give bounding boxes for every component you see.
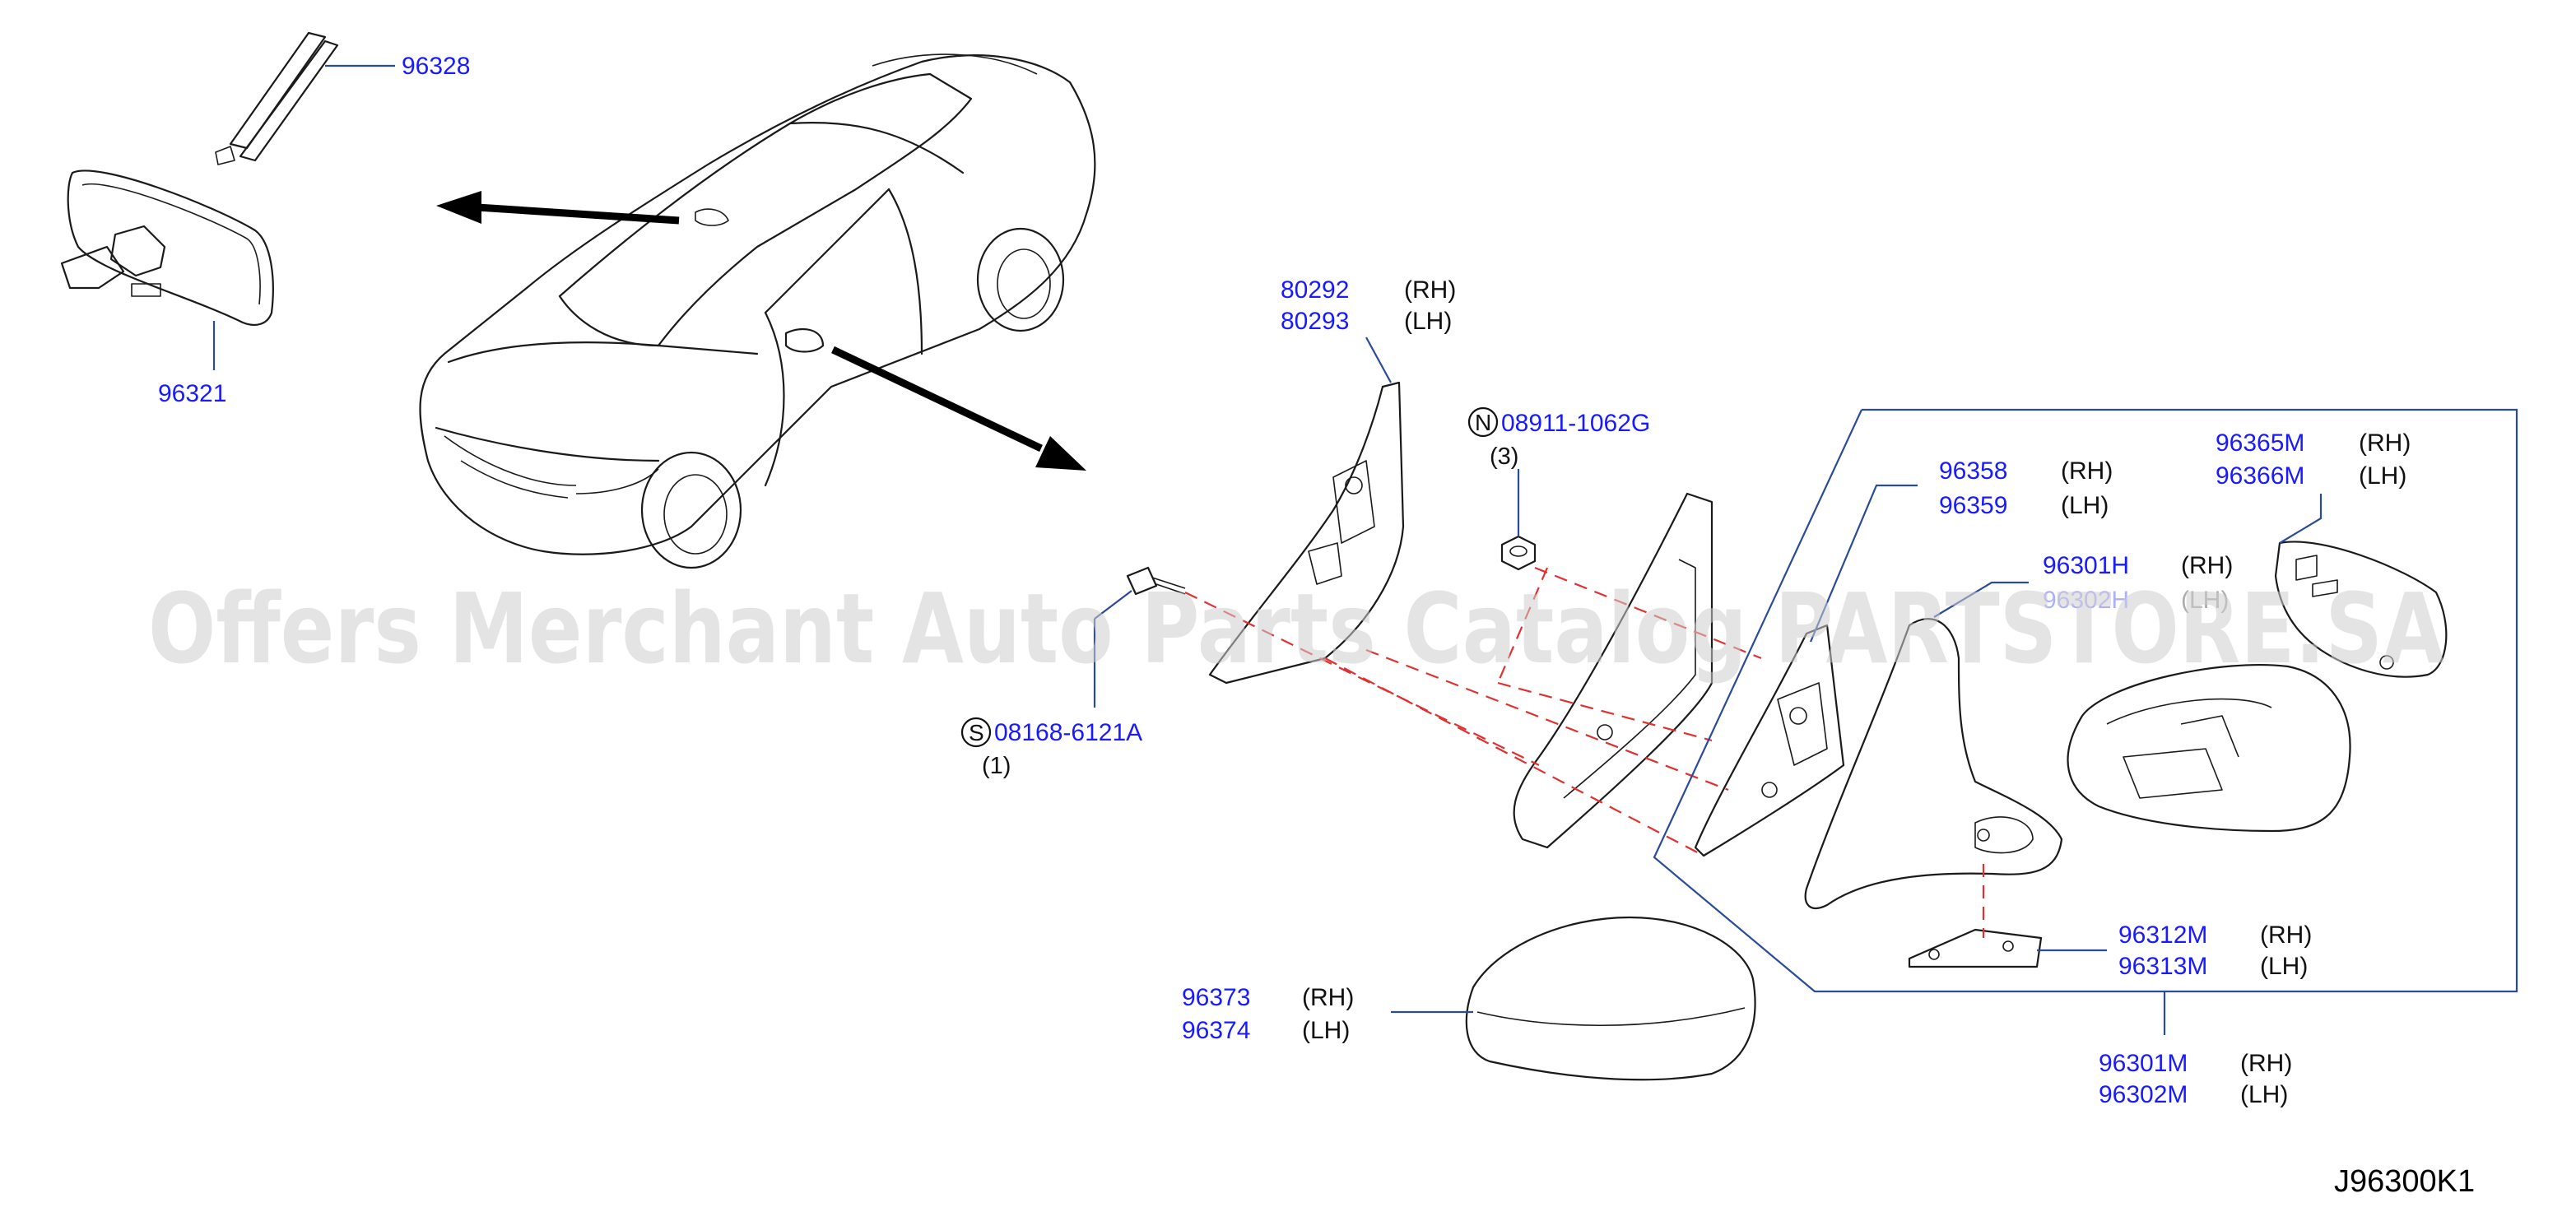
label-96301M[interactable]: 96301M: [2099, 1050, 2188, 1077]
label-96312M[interactable]: 96312M: [2118, 922, 2207, 949]
nut-label: N 08911-1062G (3): [1467, 406, 1650, 470]
label-96373[interactable]: 96373: [1182, 984, 1250, 1011]
nut-prefix: N: [1475, 410, 1491, 435]
inside-rearview-mirror: [60, 169, 274, 326]
label-96365M[interactable]: 96365M: [2216, 429, 2304, 457]
label-96313M-side: (LH): [2260, 953, 2308, 980]
label-80293-side: (LH): [1404, 308, 1452, 335]
bolt-prefix: S: [969, 720, 984, 745]
label-96301H-side: (RH): [2181, 552, 2233, 579]
arrow-to-inside-mirror: [436, 191, 680, 225]
mirror-base-gasket: [1513, 492, 1713, 849]
mirror-outer-cap: [1465, 916, 1756, 1081]
bolt-label: S 08168-6121A (1): [960, 717, 1142, 779]
mirror-glass: [2274, 541, 2448, 678]
label-08168-6121A[interactable]: 08168-6121A: [994, 719, 1142, 746]
label-96302M-side: (LH): [2240, 1081, 2288, 1108]
label-96358[interactable]: 96358: [1939, 457, 2007, 485]
bolt-qty: (1): [982, 753, 1011, 779]
nut-qty: (3): [1490, 443, 1518, 470]
label-08911-1062G[interactable]: 08911-1062G: [1501, 410, 1650, 437]
label-80292[interactable]: 80292: [1281, 276, 1349, 304]
mirror-finisher: [1208, 381, 1405, 685]
label-80292-side: (RH): [1404, 276, 1456, 304]
label-96321[interactable]: 96321: [158, 380, 226, 407]
label-96302M[interactable]: 96302M: [2099, 1081, 2188, 1108]
mirror-actuator: [1694, 624, 1845, 857]
label-96359-side: (LH): [2061, 492, 2109, 519]
label-96366M-side: (LH): [2359, 462, 2406, 490]
diagram-code: J96300K1: [2334, 1164, 2475, 1199]
bolt-part: [1126, 566, 1186, 596]
assembly-box: [1653, 408, 2518, 993]
label-96358-side: (RH): [2061, 457, 2113, 485]
arrow-to-door-mirror: [831, 346, 1086, 471]
assembly-lines: [1184, 566, 1985, 938]
label-96302H[interactable]: 96302H: [2043, 587, 2129, 614]
nut-part: [1500, 535, 1537, 571]
label-96374-side: (LH): [1302, 1017, 1350, 1044]
watermark-text: Offers Merchant Auto Parts Catalog PARTS…: [148, 572, 2444, 685]
label-96365M-side: (RH): [2359, 429, 2411, 457]
leader-lines: [212, 64, 2323, 1035]
label-96312M-side: (RH): [2260, 922, 2312, 949]
label-96328[interactable]: 96328: [402, 53, 470, 80]
label-96301M-side: (RH): [2240, 1050, 2292, 1077]
mirror-back-cover: [2067, 663, 2351, 833]
car-illustration: [419, 53, 1096, 569]
label-96359[interactable]: 96359: [1939, 492, 2007, 519]
label-96313M[interactable]: 96313M: [2118, 953, 2207, 980]
mirror-housing: [1804, 618, 2063, 909]
label-96366M[interactable]: 96366M: [2216, 462, 2304, 490]
label-96373-side: (RH): [1302, 984, 1354, 1011]
label-96374[interactable]: 96374: [1182, 1017, 1250, 1044]
label-96301H[interactable]: 96301H: [2043, 552, 2129, 579]
mirror-lower-cover: [1908, 928, 2043, 968]
mirror-cover-bracket: [215, 31, 339, 165]
label-96302H-side: (LH): [2181, 587, 2229, 614]
label-80293[interactable]: 80293: [1281, 308, 1349, 335]
